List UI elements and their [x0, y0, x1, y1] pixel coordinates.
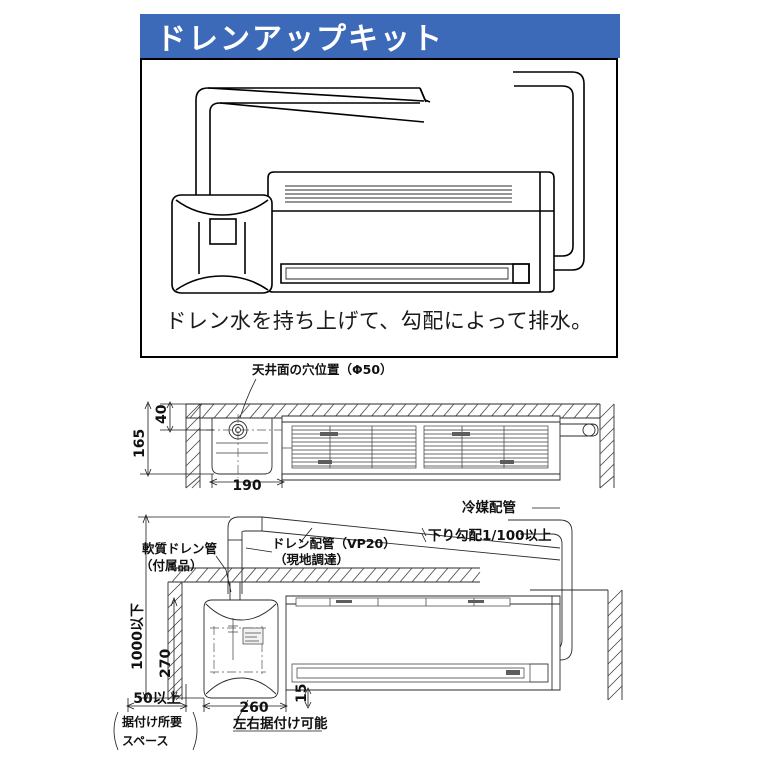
svg-text:1000以下: 1000以下 [130, 603, 146, 670]
label-mount-note: 左右据付け可能 [232, 699, 328, 732]
drain-riser-pipe [227, 516, 262, 612]
label-slope-note: 下り勾配1/100以上 [421, 527, 552, 544]
svg-text:左右据付け可能: 左右据付け可能 [232, 715, 328, 732]
right-wall-hatching-lower [530, 589, 623, 701]
ceiling-hatching-lower [168, 567, 481, 583]
drain-kit-side-view [203, 599, 279, 699]
label-drain-piping: ドレン配管（VP20） （現地調達） [245, 527, 396, 567]
dimension-side-clearance: 50以上 [125, 684, 189, 712]
svg-text:（現地調達）: （現地調達） [274, 552, 349, 567]
ceiling-hole-callout: 天井面の穴位置（Φ50） [252, 362, 393, 377]
svg-text:50以上: 50以上 [133, 691, 180, 707]
svg-text:冷媒配管: 冷媒配管 [462, 499, 516, 516]
pipe-stub-top-view [560, 423, 599, 437]
svg-text:40: 40 [154, 404, 170, 424]
dimension-max-lift: 1000以下 [130, 513, 230, 702]
svg-text:190: 190 [232, 478, 261, 494]
hero-caption: ドレン水を持ち上げて、勾配によって排水。 [165, 309, 593, 333]
left-wall-hatching [185, 403, 201, 489]
svg-text:（付属品）: （付属品） [140, 558, 203, 573]
banner-title: ドレンアップキット [156, 22, 444, 57]
dimension-40: 40 [154, 401, 214, 433]
drain-sloped-pipe [261, 516, 561, 561]
svg-text:270: 270 [158, 649, 174, 678]
indoor-unit-top-view [281, 415, 561, 481]
label-refrigerant-piping: 冷媒配管 [462, 499, 560, 516]
svg-text:軟質ドレン管: 軟質ドレン管 [142, 541, 217, 556]
svg-text:スペース: スペース [122, 734, 169, 748]
indoor-unit-side-view [285, 595, 561, 691]
svg-text:260: 260 [239, 700, 268, 716]
right-wall-hatching [599, 403, 615, 489]
svg-text:下り勾配1/100以上: 下り勾配1/100以上 [428, 527, 552, 544]
dimension-unit-height: 270 [158, 596, 178, 702]
title-banner: ドレンアップキット [140, 14, 620, 58]
drain-kit-top-view [206, 414, 288, 478]
svg-text:15: 15 [294, 684, 310, 703]
svg-text:ドレン配管（VP20）: ドレン配管（VP20） [272, 536, 396, 551]
left-wall-hatching-lower [167, 581, 183, 701]
dimension-bottom-gap: 15 [294, 684, 312, 709]
label-soft-drain-pipe: 軟質ドレン管 （付属品） [140, 541, 232, 593]
label-space-note: 据付け所要 スペース [113, 711, 198, 751]
dimension-165: 165 [132, 400, 214, 478]
svg-text:据付け所要: 据付け所要 [122, 714, 182, 729]
dimension-190: 190 [208, 474, 286, 494]
svg-text:165: 165 [132, 429, 148, 458]
